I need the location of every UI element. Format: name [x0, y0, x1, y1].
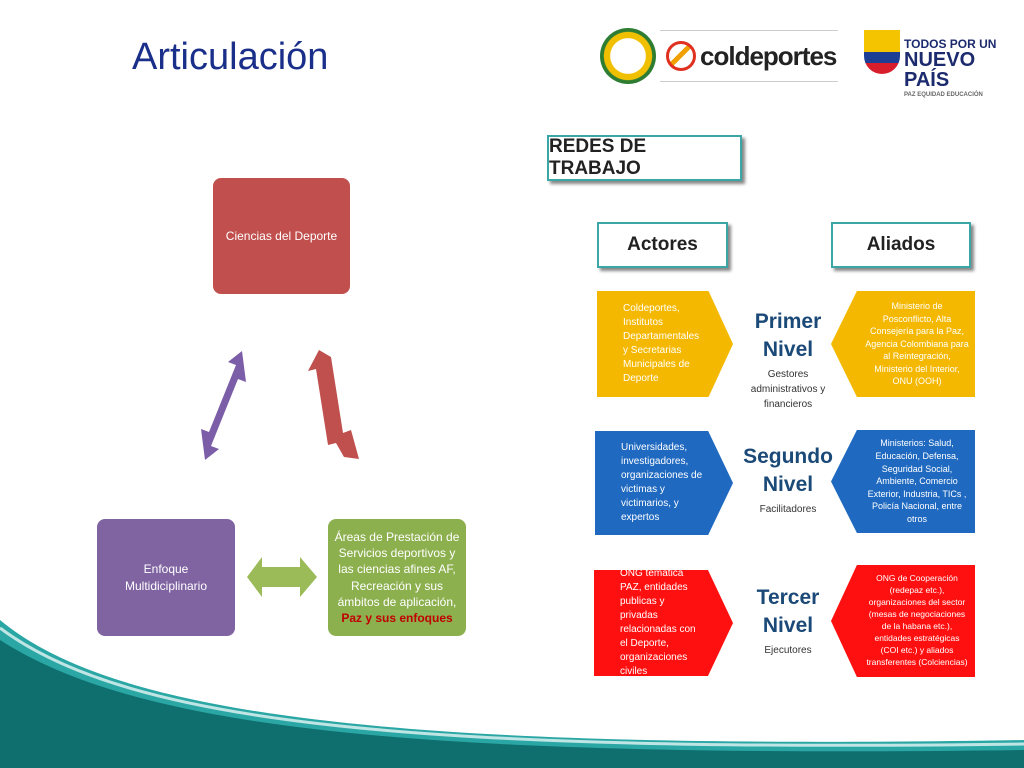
level-3-title-line2: Nivel: [762, 614, 814, 638]
box-enfoque-multidiciplinario: Enfoque Multidiciplinario: [97, 519, 235, 636]
arrow-red: [308, 350, 359, 459]
aliado-level-3: ONG de Cooperación (redepaz etc.), organ…: [831, 565, 975, 677]
box-areas-prestacion: Áreas de Prestación de Servicios deporti…: [328, 519, 466, 636]
actores-header: Actores: [597, 222, 728, 268]
level-2-title-line1: Segundo: [743, 445, 833, 468]
footer-wave: [0, 620, 1024, 768]
level-3-subtitle: Ejecutores: [764, 644, 812, 656]
todos-logo: TODOS POR UN NUEVO PAÍS PAZ EQUIDAD EDUC…: [904, 38, 1024, 98]
level-2-title-line2: Nivel: [762, 473, 814, 497]
coldeportes-logo-text: coldeportes: [700, 40, 837, 71]
colombia-seal-logo: [600, 28, 656, 84]
arrow-purple: [201, 351, 246, 460]
coldeportes-logo: coldeportes: [660, 30, 838, 82]
arrow-green: [247, 557, 317, 597]
level-2-label: Segundo Nivel Facilitadores: [733, 443, 843, 517]
level-1-title-line1: Primer: [754, 310, 822, 333]
actor-level-3: ONG temática PAZ, entidades publicas y p…: [594, 570, 733, 676]
todos-logo-line3: PAZ EQUIDAD EDUCACIÓN: [904, 92, 983, 98]
level-3-title-line1: Tercer: [756, 586, 820, 609]
todos-logo-line2: NUEVO PAÍS: [904, 49, 976, 91]
coldeportes-runner-icon: [666, 41, 696, 71]
actor-level-1: Coldeportes, Institutos Departamentales …: [597, 291, 733, 397]
aliados-header: Aliados: [831, 222, 971, 268]
level-2-subtitle: Facilitadores: [759, 503, 817, 515]
aliado-level-1: Ministerio de Posconflicto, Alta Conseje…: [831, 291, 975, 397]
level-1-title-line2: Nivel: [762, 338, 814, 362]
level-3-label: Tercer Nivel Ejecutores: [733, 584, 843, 658]
slide-title: Articulación: [132, 36, 329, 78]
aliado-level-2: Ministerios: Salud, Educación, Defensa, …: [831, 430, 975, 533]
box-ciencias-deporte: Ciencias del Deporte: [213, 178, 350, 294]
todos-logo-line1: TODOS POR UN: [904, 37, 997, 51]
level-1-subtitle: Gestores administrativos y financieros: [750, 368, 826, 410]
actor-level-2: Universidades, investigadores, organizac…: [595, 431, 733, 535]
redes-title: REDES DE TRABAJO: [547, 135, 742, 181]
level-1-label: Primer Nivel Gestores administrativos y …: [733, 308, 843, 412]
box-areas-highlight: Paz y sus enfoques: [341, 610, 453, 625]
todos-flag-icon: [864, 30, 900, 74]
box-areas-text: Áreas de Prestación de Servicios deporti…: [334, 529, 460, 609]
